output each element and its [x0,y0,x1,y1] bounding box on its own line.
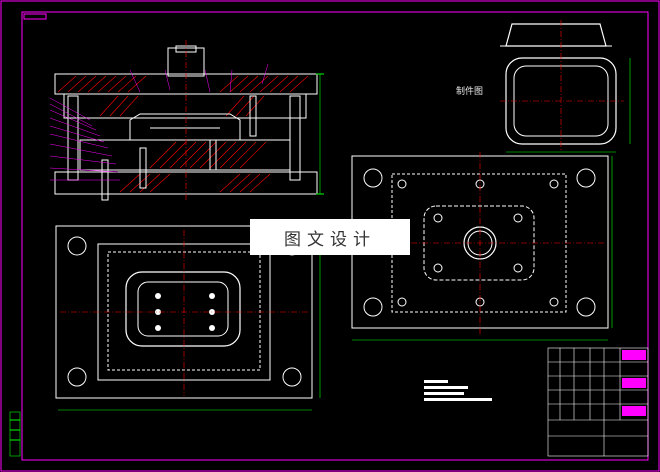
side-marks [9,411,21,457]
drawing-frame [21,11,649,461]
lower-die-plan-view [55,225,321,411]
product-drawing [500,20,631,153]
section-view [49,40,324,201]
product-view-label: 制件图 [456,87,484,97]
frame-corner-mark [23,13,47,20]
watermark-banner: 图文设计 [250,219,410,255]
technical-notes [424,380,492,401]
hatch-top-plate [57,75,309,93]
title-block [547,347,649,457]
